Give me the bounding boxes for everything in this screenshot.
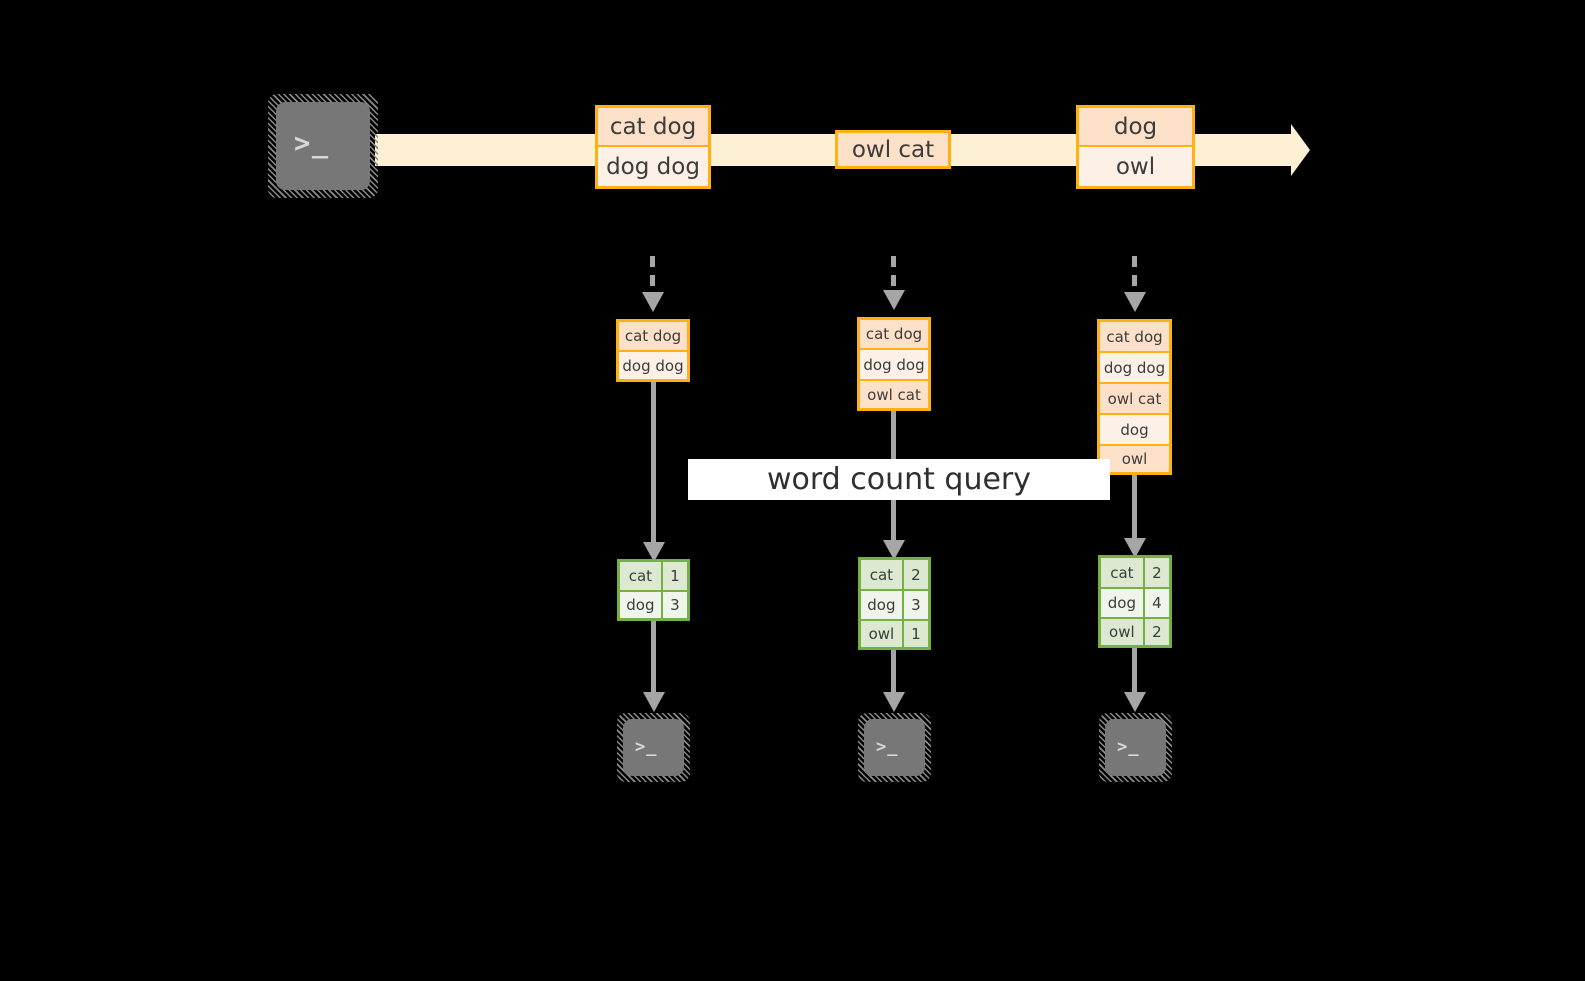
batch-input-line: owl cat	[860, 381, 928, 408]
table-row: dog 3	[620, 592, 687, 618]
batch-1-feed-arrowhead	[642, 292, 664, 312]
stream-message-1[interactable]: cat dog dog dog	[595, 105, 711, 189]
batch-3-feed-line	[1132, 256, 1137, 298]
result-count: 3	[903, 591, 928, 619]
message-line: owl	[1079, 147, 1192, 186]
terminal-body	[864, 719, 925, 776]
batch-input-line: owl cat	[1100, 384, 1169, 415]
message-line: cat dog	[598, 108, 708, 147]
batch-1-feed-line	[650, 256, 655, 298]
terminal-body	[1105, 719, 1166, 776]
result-count: 2	[1144, 619, 1169, 645]
result-word: dog	[620, 592, 663, 618]
terminal-prompt-icon: >_	[876, 737, 899, 757]
batch-3-sink-terminal[interactable]: >_	[1099, 713, 1172, 782]
batch-1-sink-arrowhead	[643, 692, 665, 712]
batch-3-sink-arrowhead	[1124, 692, 1146, 712]
batch-1-sink-terminal[interactable]: >_	[617, 713, 690, 782]
query-label: word count query	[688, 459, 1110, 500]
batch-2-result-table[interactable]: cat 2 dog 3 owl 1	[858, 557, 931, 650]
batch-input-line: cat dog	[619, 322, 687, 352]
terminal-prompt-icon: >_	[294, 128, 330, 159]
result-word: cat	[1101, 558, 1145, 587]
terminal-prompt-icon: >_	[1117, 737, 1140, 757]
table-row: cat 2	[861, 560, 928, 591]
batch-input-line: dog dog	[1100, 353, 1169, 384]
batch-input-line: cat dog	[1100, 322, 1169, 353]
message-line: dog dog	[598, 147, 708, 186]
message-line: owl cat	[838, 133, 948, 166]
table-row: cat 2	[1101, 558, 1169, 589]
result-count: 3	[662, 592, 687, 618]
result-count: 1	[662, 562, 687, 590]
batch-2-query-arrowhead	[883, 540, 905, 560]
batch-input-line: dog	[1100, 415, 1169, 446]
table-row: dog 4	[1101, 589, 1169, 619]
terminal-body	[276, 102, 370, 190]
batch-2-feed-arrowhead	[883, 290, 905, 310]
table-row: owl 2	[1101, 619, 1169, 645]
batch-3-feed-arrowhead	[1124, 292, 1146, 312]
batch-1-query-line	[651, 382, 656, 548]
batch-3-sink-line	[1132, 648, 1137, 698]
batch-2-sink-terminal[interactable]: >_	[858, 713, 931, 782]
table-row: owl 1	[861, 621, 928, 647]
batch-1-sink-line	[651, 621, 656, 698]
batch-1-result-table[interactable]: cat 1 dog 3	[617, 559, 690, 621]
batch-1-input-box[interactable]: cat dog dog dog	[616, 319, 690, 382]
result-word: owl	[861, 621, 904, 647]
batch-3-query-arrowhead	[1124, 538, 1146, 558]
terminal-prompt-icon: >_	[635, 737, 658, 757]
result-count: 4	[1144, 589, 1169, 617]
message-line: dog	[1079, 108, 1192, 147]
batch-input-line: owl	[1100, 446, 1169, 472]
batch-3-input-box[interactable]: cat dog dog dog owl cat dog owl	[1097, 319, 1172, 475]
batch-3-query-line	[1132, 475, 1137, 546]
batch-2-feed-line	[891, 256, 896, 298]
table-row: cat 1	[620, 562, 687, 592]
batch-3-result-table[interactable]: cat 2 dog 4 owl 2	[1098, 555, 1172, 648]
table-row: dog 3	[861, 591, 928, 621]
batch-2-input-box[interactable]: cat dog dog dog owl cat	[857, 317, 931, 411]
result-word: owl	[1101, 619, 1145, 645]
result-word: cat	[620, 562, 663, 590]
result-count: 1	[903, 621, 928, 647]
batch-input-line: cat dog	[860, 320, 928, 350]
terminal-body	[623, 719, 684, 776]
result-count: 2	[903, 560, 928, 589]
batch-input-line: dog dog	[619, 352, 687, 379]
result-word: cat	[861, 560, 904, 589]
stream-arrow-head	[1291, 124, 1310, 176]
result-word: dog	[861, 591, 904, 619]
batch-2-sink-arrowhead	[883, 692, 905, 712]
stream-message-2[interactable]: owl cat	[835, 130, 951, 169]
stream-message-3[interactable]: dog owl	[1076, 105, 1195, 189]
batch-2-sink-line	[891, 650, 896, 698]
result-word: dog	[1101, 589, 1145, 617]
stream-source-terminal[interactable]: >_	[268, 94, 378, 198]
batch-1-query-arrowhead	[643, 542, 665, 562]
batch-input-line: dog dog	[860, 350, 928, 381]
result-count: 2	[1144, 558, 1169, 587]
